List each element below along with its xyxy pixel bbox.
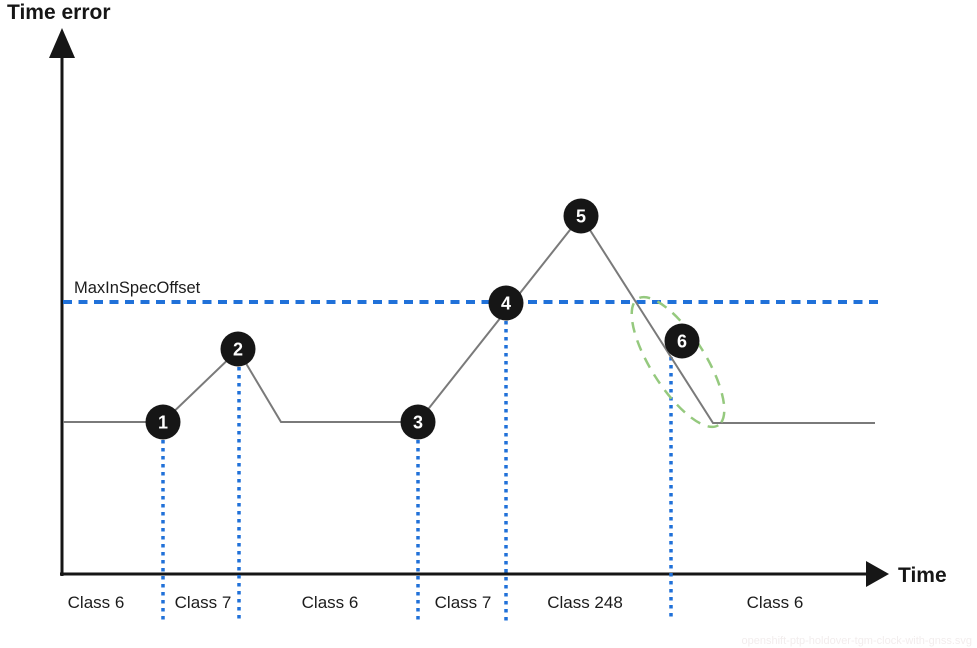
y-axis-arrowhead-icon bbox=[49, 28, 75, 58]
event-marker-circle bbox=[220, 331, 256, 367]
y-axis: Time error bbox=[7, 1, 111, 576]
time-error-signal-line bbox=[63, 214, 875, 424]
threshold: MaxInSpecOffset bbox=[63, 279, 880, 304]
event-marker-circle bbox=[563, 198, 599, 234]
event-marker-circle bbox=[400, 404, 436, 440]
x-axis-label: Time bbox=[898, 564, 947, 587]
threshold-label: MaxInSpecOffset bbox=[74, 279, 201, 297]
event-marker-1: 1 bbox=[145, 404, 181, 440]
class-segment-label: Class 7 bbox=[175, 593, 232, 612]
class-segment-label: Class 7 bbox=[435, 593, 492, 612]
event-marker-number: 3 bbox=[413, 413, 423, 433]
event-marker-number: 2 bbox=[233, 340, 243, 360]
y-axis-label: Time error bbox=[7, 1, 111, 24]
class-segment-labels: Class 6 Class 7 Class 6 Class 7 Class 248 Cla… bbox=[68, 593, 804, 612]
event-marker-2: 2 bbox=[220, 331, 256, 367]
x-axis: Time bbox=[60, 561, 947, 587]
event-marker-circle bbox=[145, 404, 181, 440]
class-divider-lines bbox=[161, 321, 673, 621]
event-marker-5: 5 bbox=[563, 198, 599, 234]
watermark-filename: openshift-ptp-holdover-tgm-clock-with-gn… bbox=[742, 635, 972, 647]
event-marker-circle bbox=[488, 285, 524, 321]
x-axis-arrowhead-icon bbox=[866, 561, 889, 587]
event-marker-6: 6 bbox=[664, 323, 700, 359]
class-segment-label: Class 6 bbox=[747, 593, 804, 612]
holdover-highlight-ellipse bbox=[630, 295, 726, 429]
class-segment-label: Class 6 bbox=[302, 593, 359, 612]
class-segment-label: Class 6 bbox=[68, 593, 125, 612]
event-marker-number: 5 bbox=[576, 207, 586, 227]
class-segment-label: Class 248 bbox=[547, 593, 623, 612]
event-marker-number: 6 bbox=[677, 332, 687, 352]
event-marker-3: 3 bbox=[400, 404, 436, 440]
event-marker-circle bbox=[664, 323, 700, 359]
event-marker-number: 1 bbox=[158, 413, 168, 433]
event-marker-number: 4 bbox=[501, 294, 511, 314]
event-markers: 1 2 3 4 5 6 bbox=[145, 198, 700, 440]
event-marker-4: 4 bbox=[488, 285, 524, 321]
